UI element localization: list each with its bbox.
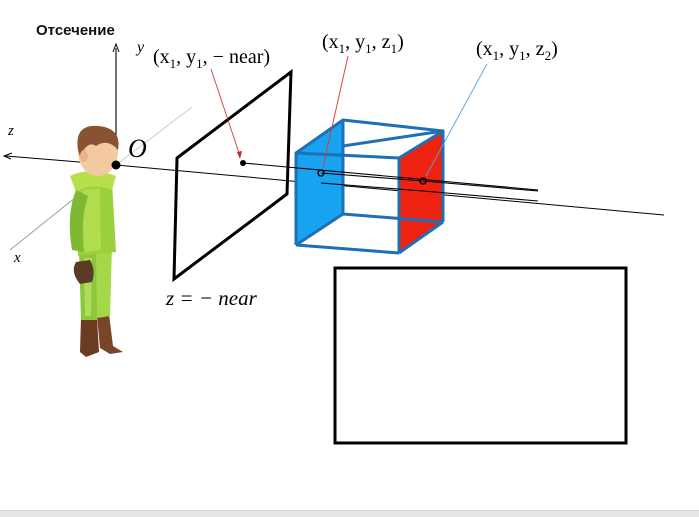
front-point xyxy=(317,169,325,177)
projection-rays xyxy=(242,162,539,202)
cube-front-face xyxy=(296,120,343,245)
front-point-leader xyxy=(322,55,349,168)
z-axis-label: z xyxy=(7,123,14,139)
slide-title: Отсечение xyxy=(36,22,115,39)
front-point-label: (x1, y1, z1) xyxy=(322,31,404,56)
ray-front xyxy=(320,172,424,182)
ray-back xyxy=(422,180,539,192)
origin-label: O xyxy=(128,134,147,163)
near-point xyxy=(240,160,246,166)
screen-rectangle xyxy=(333,266,628,445)
z-axis-arrow xyxy=(2,152,13,160)
near-point-leader xyxy=(210,68,241,157)
origin-point xyxy=(111,160,121,170)
y-axis-arrow xyxy=(112,42,120,53)
ray-near xyxy=(242,162,539,191)
y-axis-label: y xyxy=(135,39,145,56)
view-axis xyxy=(115,164,665,216)
slide-bottom-edge xyxy=(0,510,699,517)
cube xyxy=(294,118,445,255)
back-point-label: (x1, y1, z2) xyxy=(476,38,558,63)
x-axis-label: x xyxy=(13,250,21,266)
near-plane xyxy=(172,68,293,283)
boy-character-icon xyxy=(69,125,123,357)
back-point-leader xyxy=(425,63,488,177)
near-point-label: (x1, y1, − near) xyxy=(153,46,270,71)
back-point xyxy=(419,177,427,185)
x-axis-extension xyxy=(115,106,193,166)
near-plane-label: z = − near xyxy=(165,286,258,310)
